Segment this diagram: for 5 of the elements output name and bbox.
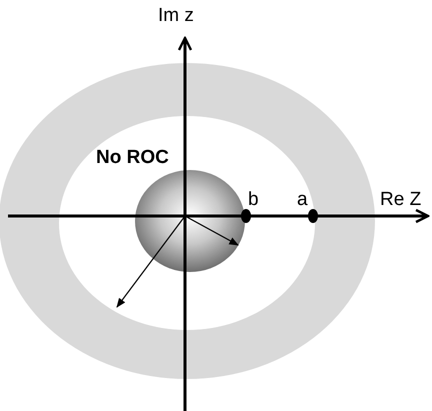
axis-label: Re Z <box>380 190 422 209</box>
axis-label: Im z <box>158 6 194 25</box>
point-label: b <box>248 190 259 209</box>
region-label: No ROC <box>96 148 169 167</box>
point-label: a <box>297 190 308 209</box>
